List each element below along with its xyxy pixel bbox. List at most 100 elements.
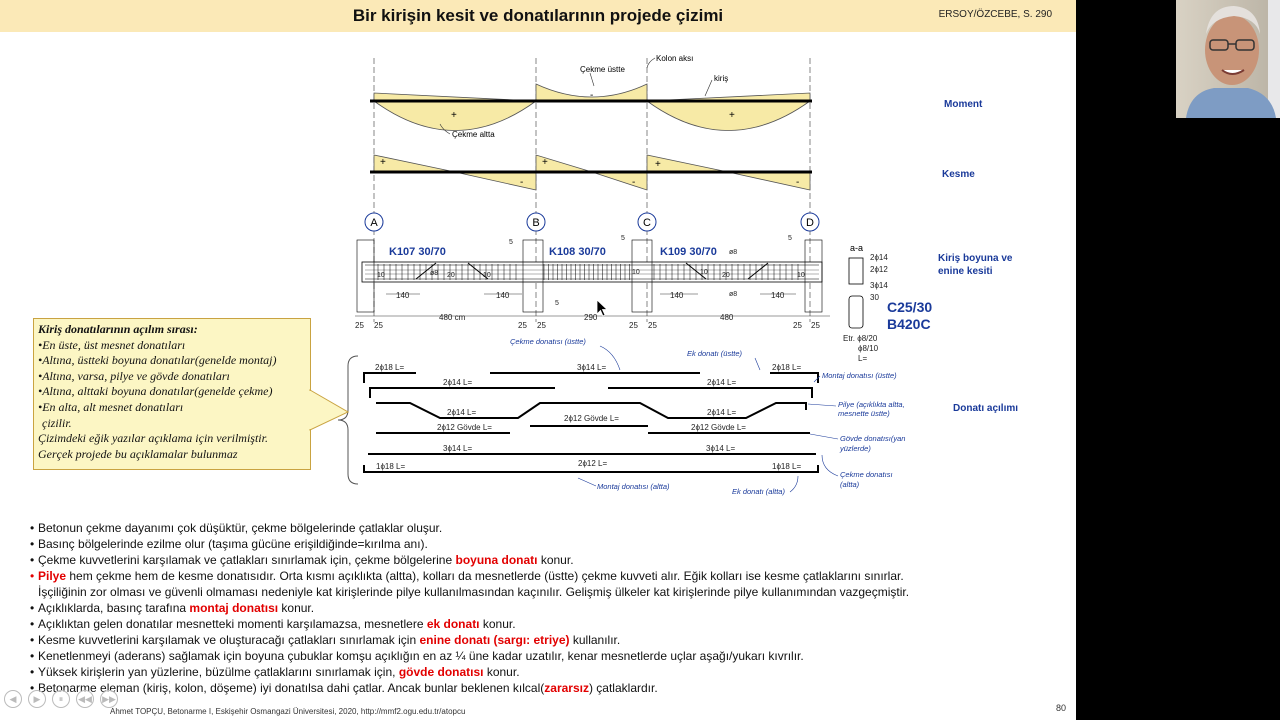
callout-heading: Kiriş donatılarının açılım sırası: [38,322,198,336]
bullet-item: •Yüksek kirişlerin yan yüzlerine, büzülm… [30,665,520,679]
note-montaj-ust: Montaj donatısı (üstte) [822,371,897,380]
page-number: 80 [1055,703,1066,713]
rewind-button[interactable]: ◀◀ [76,690,94,708]
forward-button[interactable]: ▶▶ [100,690,118,708]
play-button[interactable]: ▶ [28,690,46,708]
note-ek-ust: Ek donatı (üstte) [687,349,743,358]
section-cut-label: a-a [850,243,863,253]
callout-line: Çizimdeki eğik yazılar açıklama için ver… [38,431,268,446]
note-pilye-2: mesnette üstte) [838,409,890,418]
dim-label: 10 [700,269,708,276]
beam-k108: K108 30/70 [549,246,606,258]
callout-line: •Altına, alttaki boyuna donatılar(geneld… [38,384,273,399]
dim-label: ø8 [729,249,737,256]
support-width: 25 [811,321,820,330]
rebar-label: 2ϕ14 L= [707,408,737,417]
rebar-label: 2ϕ18 L= [772,363,802,372]
mouse-cursor-icon [596,299,608,317]
section-bar: 2ϕ14 [870,253,888,262]
bullet-item: •Pilye hem çekme hem de kesme donatısıdı… [30,569,904,583]
callout-line: •Altına, üstteki boyuna donatılar(geneld… [38,353,277,368]
rebar-label: 3ϕ14 L= [577,363,607,372]
axis-c: C [643,217,651,229]
beam-label: kiriş [714,74,728,83]
tension-top-label: Çekme üstte [580,65,625,74]
prev-slide-button[interactable]: ◀ [4,690,22,708]
cross-section: a-a 2ϕ14 2ϕ12 3ϕ14 30 Etr. ϕ8/20 ϕ8/10 L… [843,243,932,363]
callout-line: •En alta, alt mesnet donatıları [38,399,184,414]
span-3: 480 [720,313,734,322]
support-width: 25 [629,321,638,330]
svg-text:-: - [632,177,635,188]
svg-text:-: - [520,177,523,188]
dim-label: 5 [621,235,625,242]
dim-label: ø8 [430,270,438,277]
stirrup-label: L= [858,354,867,363]
dim-140: 140 [670,291,684,300]
note-cekme-alt-1: Çekme donatısı [840,470,893,479]
dim-label: 10 [483,272,491,279]
bullet-item: •Betonun çekme dayanımı çok düşüktür, çe… [30,521,443,535]
span-1: 480 cm [439,313,466,322]
stirrup-label: ϕ8/10 [858,344,879,353]
rebar-label: 3ϕ14 L= [706,444,736,453]
tension-bottom-label: Çekme altta [452,130,495,139]
reference-label: ERSOY/ÖZCEBE, S. 290 [938,9,1052,20]
dim-label: 10 [632,269,640,276]
rebar-label: 2ϕ14 L= [447,408,477,417]
shear-row-label: Kesme [942,169,975,180]
span-2: 290 [584,313,598,322]
dim-140: 140 [771,291,785,300]
axis-a: A [370,217,378,229]
dim-label: 5 [788,235,792,242]
pause-button[interactable]: ⏸ [52,690,70,708]
note-cekme-alt-2: (altta) [840,480,860,489]
svg-text:-: - [590,90,593,101]
callout-line: Gerçek projede bu açıklamalar bulunmaz [38,446,238,461]
rebar-label: 2ϕ12 Gövde L= [437,423,492,432]
beam-drawing: + + - Çekme üstte Kolon aksı kiriş Çekme… [337,54,1018,496]
dim-label: 5 [509,239,513,246]
callout-line: •Altına, varsa, pilye ve gövde donatılar… [38,368,230,383]
support-width: 25 [355,321,364,330]
slide-title: Bir kirişin kesit ve donatılarının proje… [352,6,724,25]
section-bar: 3ϕ14 [870,281,888,290]
title-bar: Bir kirişin kesit ve donatılarının proje… [0,0,1076,32]
callout-line: •En üste, üst mesnet donatıları [38,337,186,352]
axis-markers: A B C D [364,212,820,232]
rebar-label: 2ϕ12 Gövde L= [691,423,746,432]
note-ek-alt: Ek donatı (altta) [732,487,785,496]
section-bar: 2ϕ12 [870,265,888,274]
shear-diagram: + + + - - - [370,154,812,191]
section-row-label-2: enine kesiti [938,266,993,277]
axis-b: B [532,217,539,229]
dim-140: 140 [496,291,510,300]
axis-d: D [806,217,814,229]
support-width: 25 [518,321,527,330]
support-width: 25 [374,321,383,330]
dim-label: ø8 [729,291,737,298]
svg-text:-: - [796,177,799,188]
bullet-item: •Kenetlenmeyi (aderans) sağlamak için bo… [30,649,804,663]
column-axis-label: Kolon aksı [656,54,693,63]
layout-row-label: Donatı açılımı [953,403,1018,414]
callout-line: çizilir. [42,415,72,430]
support-width: 25 [648,321,657,330]
svg-text:+: + [451,110,457,121]
beam-elevation: K107 30/70 K108 30/70 K109 30/70 10 20 1… [355,235,830,330]
note-montaj-alt: Montaj donatısı (altta) [597,482,670,491]
dim-label: 10 [797,272,805,279]
section-row-label-1: Kiriş boyuna ve [938,253,1013,264]
note-pilye-1: Pilye (açıklıkta altta, [838,400,905,409]
steel-class: B420C [887,316,931,332]
concrete-class: C25/30 [887,299,932,315]
svg-text:+: + [380,157,386,168]
rebar-label: 2ϕ12 L= [578,459,608,468]
stirrup-label: Etr. ϕ8/20 [843,334,878,343]
bullet-item: •Basınç bölgelerinde ezilme olur (taşıma… [30,537,428,551]
rebar-label: 2ϕ14 L= [443,378,473,387]
rebar-label: 2ϕ14 L= [707,378,737,387]
beam-k107: K107 30/70 [389,246,446,258]
rebar-label: 2ϕ18 L= [375,363,405,372]
bullet-item: •Betonarme eleman (kiriş, kolon, döşeme)… [30,681,658,695]
